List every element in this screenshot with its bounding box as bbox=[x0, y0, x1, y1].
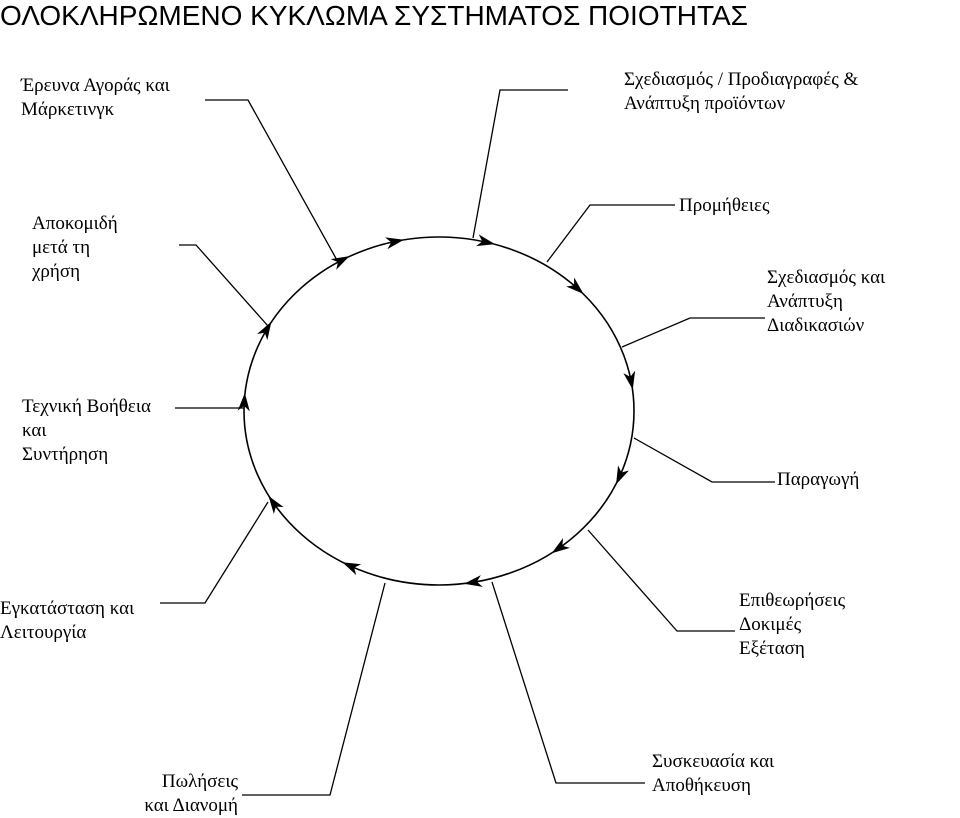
leader-product-design bbox=[472, 89, 568, 239]
label-inspection: Επιθεωρήσεις Δοκιμές Εξέταση bbox=[739, 590, 846, 659]
leader-market-research bbox=[205, 99, 339, 263]
arrowhead-5 bbox=[616, 465, 629, 485]
arrowhead-2 bbox=[476, 234, 495, 247]
label-market-research: Έρευνα Αγοράς και Μάρκετινγκ bbox=[21, 75, 170, 120]
label-disposal: Αποκομιδή μετά τη χρήση bbox=[32, 213, 118, 282]
leader-inspection bbox=[587, 529, 735, 632]
leader-procurement bbox=[546, 204, 675, 263]
arrowhead-11 bbox=[257, 321, 272, 341]
arrowhead-12 bbox=[330, 256, 350, 270]
leader-packaging bbox=[491, 581, 645, 784]
label-packaging: Συσκευασία και Αποθήκευση bbox=[652, 751, 775, 796]
leader-production bbox=[633, 437, 775, 483]
arrowhead-6 bbox=[551, 538, 570, 554]
arrowhead-1 bbox=[385, 237, 404, 250]
leader-process-design bbox=[621, 317, 765, 348]
label-installation: Εγκατάσταση και Λειτουργία bbox=[0, 598, 135, 643]
arrowhead-4 bbox=[623, 370, 636, 390]
arrowhead-7 bbox=[464, 575, 483, 587]
label-sales: Πωλήσεις και Διανομή bbox=[144, 771, 238, 816]
page-title: ΟΛΟΚΛΗΡΩΜΕΝΟ ΚΥΚΛΩΜΑ ΣΥΣΤΗΜΑΤΟΣ ΠΟΙΟΤΗΤΑ… bbox=[0, 0, 748, 31]
label-production: Παραγωγή bbox=[777, 469, 860, 490]
leader-installation bbox=[160, 501, 269, 604]
cycle-ellipse bbox=[243, 236, 635, 586]
arrowhead-10 bbox=[237, 392, 250, 412]
leader-disposal bbox=[179, 244, 269, 327]
arrowhead-8 bbox=[342, 562, 362, 576]
label-technical-support: Τεχνική Βοήθεια και Συντήρηση bbox=[22, 396, 151, 465]
direction-arrows bbox=[237, 234, 636, 587]
arrowhead-3 bbox=[566, 277, 584, 294]
arrowhead-9 bbox=[268, 495, 284, 515]
leader-sales bbox=[242, 582, 386, 796]
label-process-design: Σχεδιασμός και Ανάπτυξη Διαδικασιών bbox=[767, 267, 886, 336]
label-product-design: Σχεδιασμός / Προδιαγραφές & Ανάπτυξη προ… bbox=[624, 69, 859, 114]
label-procurement: Προμήθειες bbox=[679, 195, 770, 216]
